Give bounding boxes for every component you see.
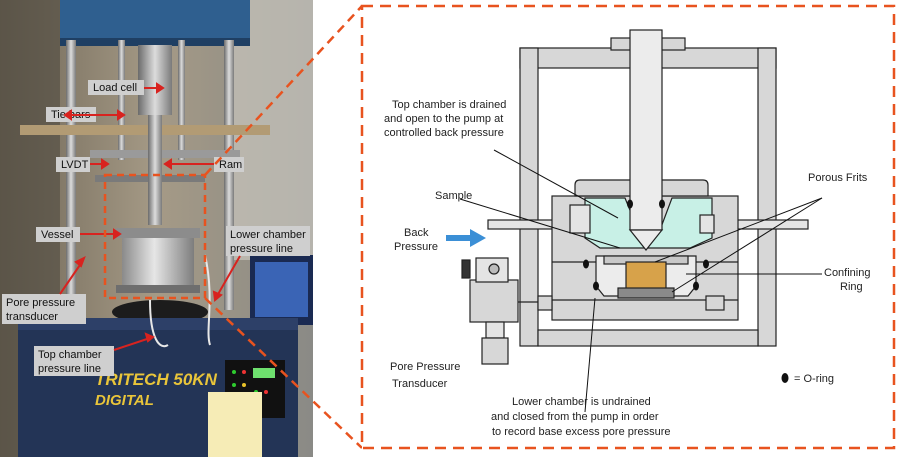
label-back-pressure-1: Back (404, 227, 429, 239)
photo-label-ram: Ram (214, 157, 244, 172)
label-pore-pressure-transducer-2: Transducer (392, 378, 448, 390)
label-top-chamber-3: controlled back pressure (384, 127, 504, 139)
svg-text:Pore pressure: Pore pressure (6, 297, 75, 309)
svg-text:pressure line: pressure line (38, 363, 101, 375)
ram (148, 115, 162, 225)
back-pressure-arrow (446, 229, 486, 247)
zoom-connector-bottom (204, 297, 363, 449)
svg-text:Ram: Ram (219, 159, 242, 171)
leader-lines (459, 149, 823, 413)
sample (625, 261, 667, 291)
label-sample: Sample (435, 190, 472, 202)
o-rings (583, 199, 709, 291)
svg-text:Load cell: Load cell (93, 82, 137, 94)
machine-top-crosshead (60, 0, 250, 45)
svg-text:pressure line: pressure line (230, 243, 293, 255)
label-lower-chamber-3: to record base excess pore pressure (492, 426, 671, 438)
label-confining-ring-2: Ring (840, 281, 863, 293)
svg-text:Top chamber: Top chamber (38, 349, 102, 361)
zoom-connector-top (204, 5, 363, 176)
photo-label-load-cell: Load cell (88, 80, 144, 95)
svg-text:Lower chamber: Lower chamber (230, 229, 306, 241)
apparatus (461, 29, 809, 365)
photo-label-lower-chamber-line: Lower chamber pressure line (226, 226, 310, 256)
photo-highlight-box (103, 173, 207, 300)
label-confining-ring-1: Confining (824, 267, 870, 279)
ram-piston (629, 29, 663, 231)
label-lower-chamber-1: Lower chamber is undrained (512, 396, 651, 408)
transducer-body (469, 279, 519, 323)
confining-ring (617, 287, 675, 299)
label-porous-frits: Porous Frits (808, 172, 868, 184)
label-top-chamber-2: and open to the pump at (384, 113, 503, 125)
label-lower-chamber-2: and closed from the pump in order (491, 411, 659, 423)
svg-text:transducer: transducer (6, 311, 58, 323)
photo-label-top-chamber-line: Top chamber pressure line (34, 346, 114, 376)
o-ring-legend-text: = O-ring (794, 373, 834, 385)
tie-bar-left (66, 40, 76, 310)
o-ring-legend: = O-ring (781, 373, 834, 385)
label-pore-pressure-transducer-1: Pore Pressure (390, 361, 460, 373)
tie-bar-right (224, 40, 234, 310)
photo-label-lvdt: LVDT (56, 157, 90, 172)
photo-label-vessel: Vessel (36, 227, 80, 242)
machine-brand-line1: TRITECH 50KN (95, 370, 218, 389)
machine-brand-line2: DIGITAL (95, 392, 154, 409)
svg-text:Vessel: Vessel (41, 229, 73, 241)
label-top-chamber-1: Top chamber is drained (392, 99, 506, 111)
photo-arrows (59, 82, 241, 351)
paper-note (208, 392, 262, 457)
photo-label-pore-pressure-transducer: Pore pressure transducer (2, 294, 86, 324)
o-ring-legend-icon (781, 373, 789, 383)
label-back-pressure-2: Pressure (394, 241, 438, 253)
svg-text:LVDT: LVDT (61, 159, 89, 171)
vessel (122, 235, 194, 290)
loading-frame-photo: TRITECH 50KN DIGITAL Load cell Tie bars … (0, 0, 313, 457)
